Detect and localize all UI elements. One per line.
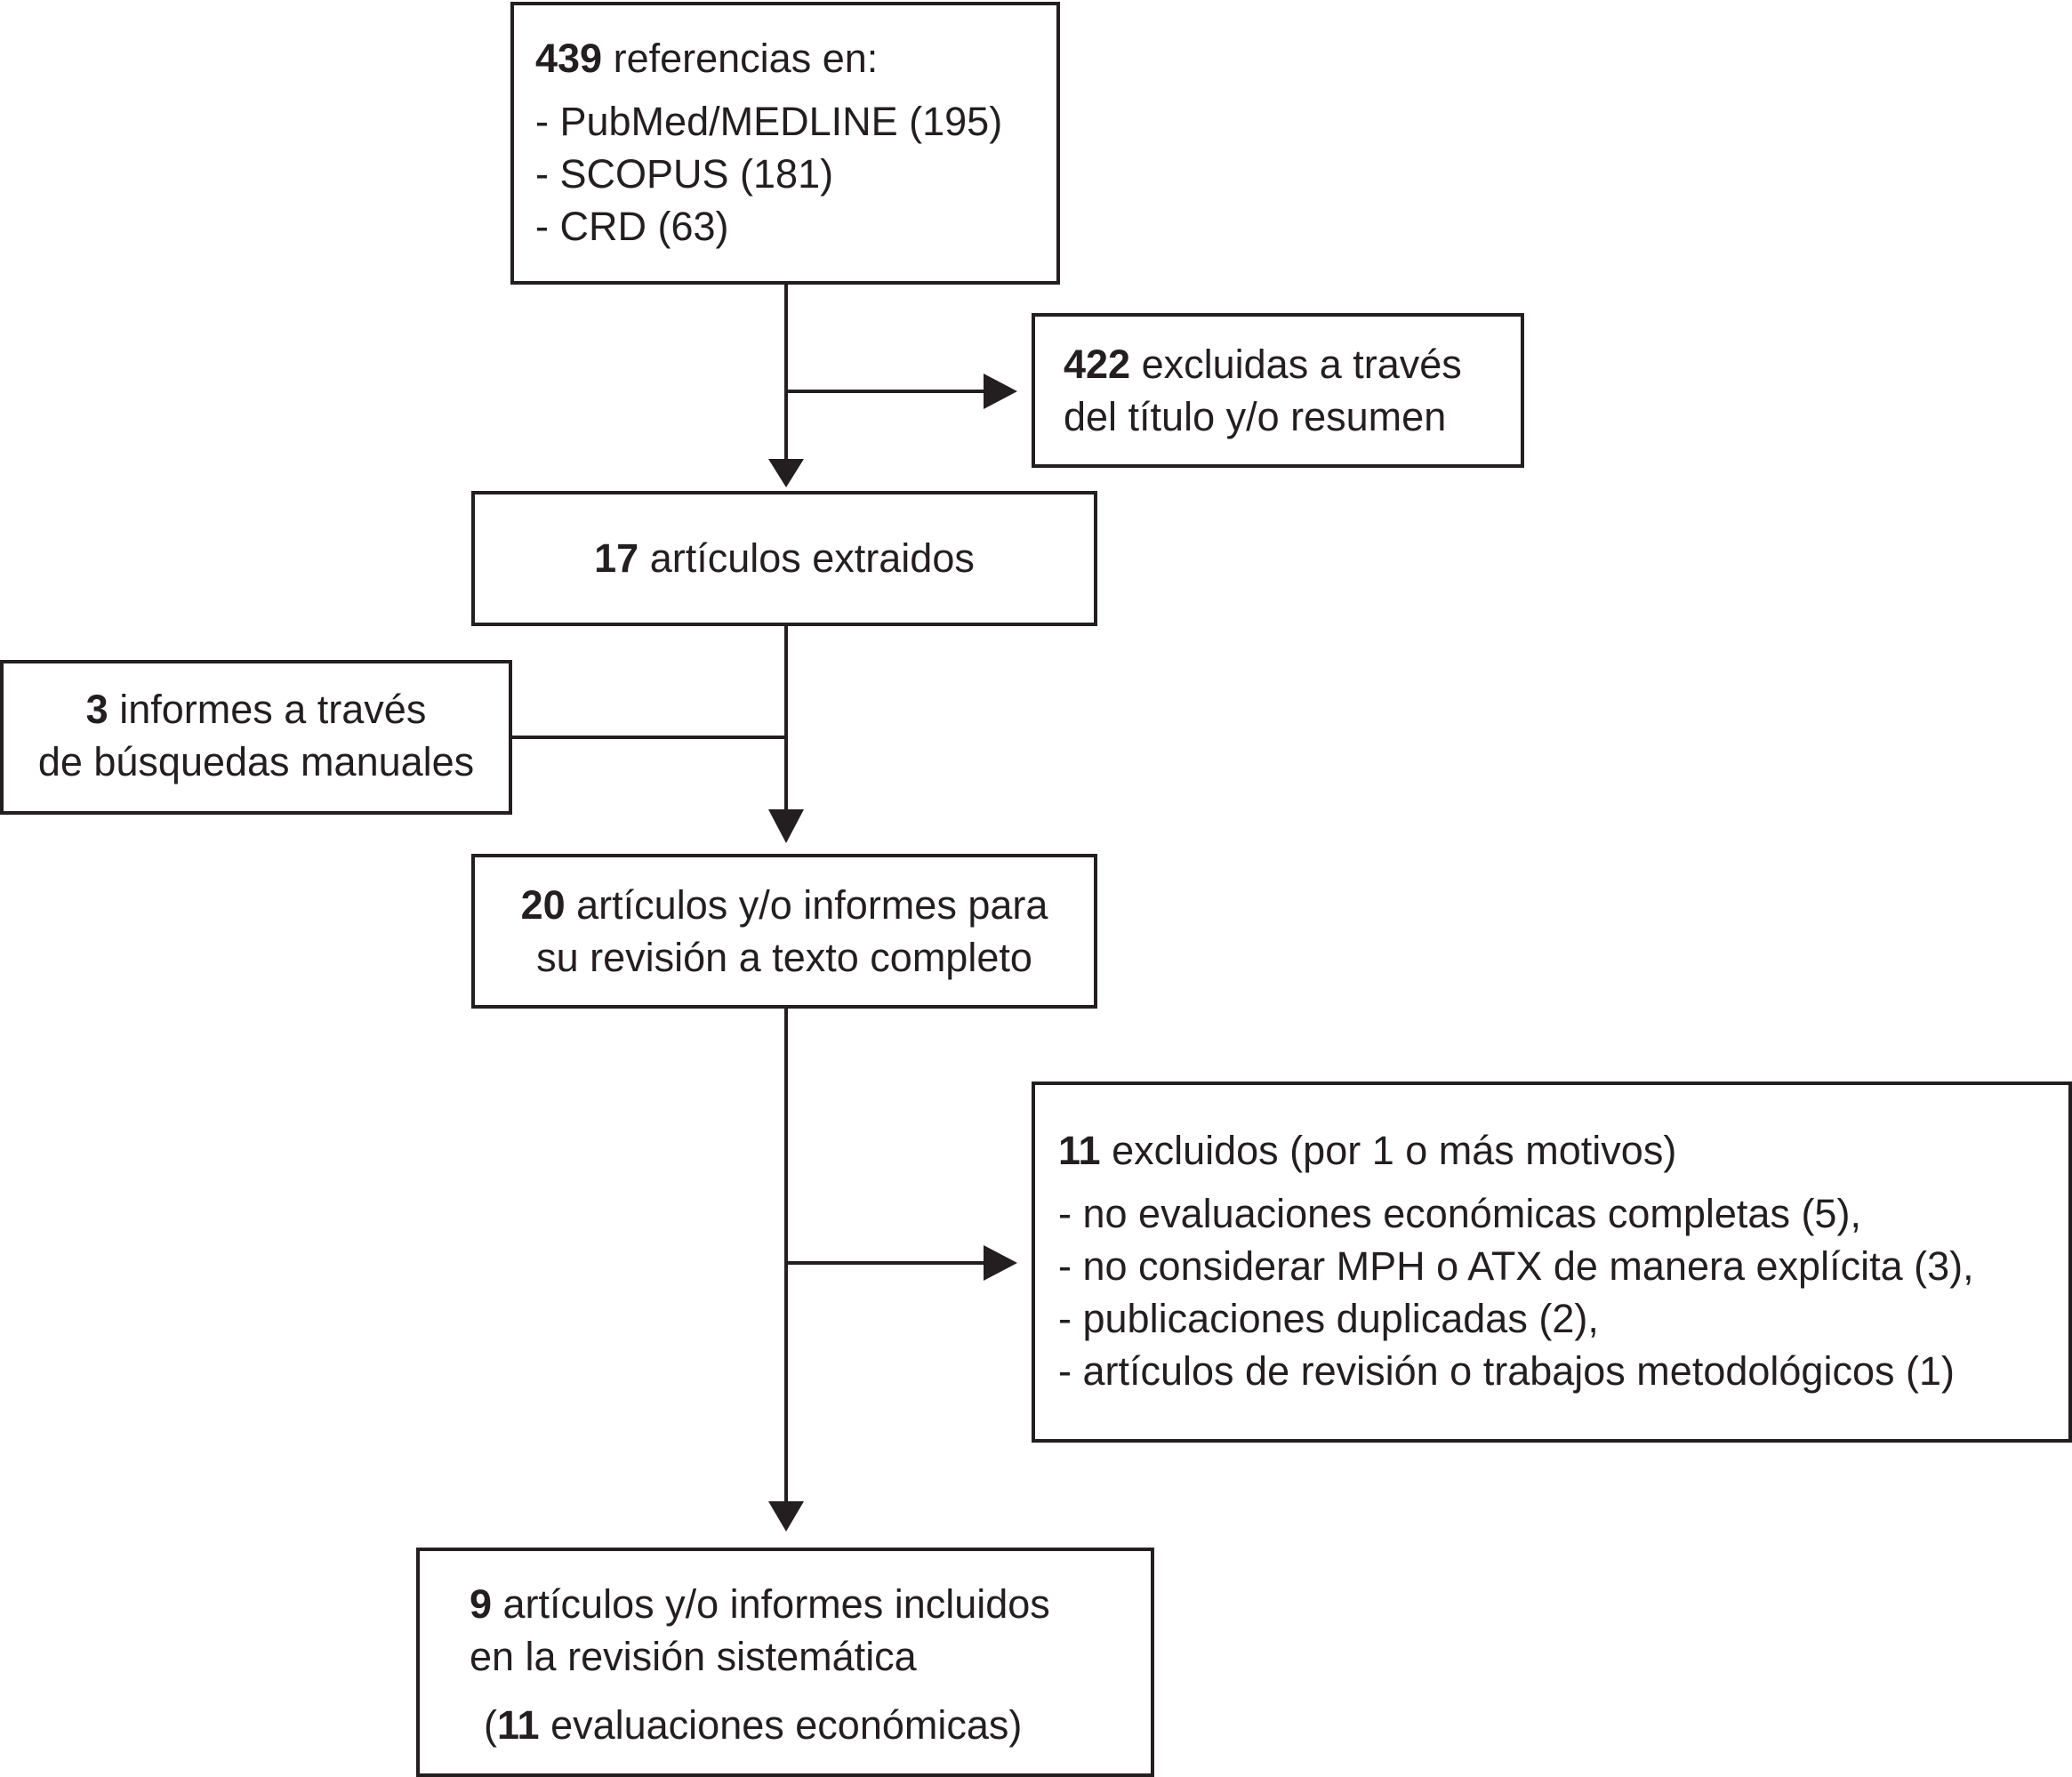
exclusion-reason-2: - no considerar MPH o ATX de manera expl… <box>1058 1243 1974 1289</box>
arrowhead-right-2 <box>984 1245 1017 1281</box>
included-box: 9 artículos y/o informes incluidos en la… <box>416 1548 1154 1777</box>
extracted-count: 17 <box>594 535 639 581</box>
references-heading: 439 referencias en: <box>535 32 1056 84</box>
source-item-pubmed: - PubMed/MEDLINE (195) <box>535 99 1003 144</box>
paren-open: ( <box>484 1702 497 1748</box>
extracted-articles-text: 17 artículos extraidos <box>475 532 1094 584</box>
included-evaluations-line: (11 evaluaciones económicas) <box>470 1699 1151 1751</box>
excluded-title-box: 422 excluidas a través del título y/o re… <box>1032 313 1524 468</box>
evaluations-count: 11 <box>497 1702 540 1748</box>
manual-search-line2: de búsquedas manuales <box>37 739 475 784</box>
evaluations-text: evaluaciones económicas) <box>539 1702 1023 1748</box>
manual-search-line1: 3 informes a través <box>4 683 509 736</box>
fulltext-line1: 20 artículos y/o informes para <box>475 879 1094 931</box>
manual-text1: informes a través <box>108 687 427 732</box>
extracted-articles-box: 17 artículos extraidos <box>471 491 1097 626</box>
exclusion-reason-4: - artículos de revisión o trabajos metod… <box>1058 1348 1955 1394</box>
exclusion-reason-1: - no evaluaciones económicas completas (… <box>1058 1191 1861 1236</box>
references-count: 439 <box>535 36 603 81</box>
excluded-fulltext-heading: 11 excluidos (por 1 o más motivos) <box>1058 1124 2068 1177</box>
source-item-crd: - CRD (63) <box>535 204 729 249</box>
excluded-fulltext-box: 11 excluidos (por 1 o más motivos) - no … <box>1032 1081 2072 1443</box>
exclusion-reason-3: - publicaciones duplicadas (2), <box>1058 1296 1599 1341</box>
included-line1: 9 artículos y/o informes incluidos <box>470 1578 1151 1630</box>
fulltext-line2: su revisión a texto completo <box>536 935 1032 980</box>
included-count: 9 <box>470 1581 493 1627</box>
arrowhead-down-1 <box>768 459 804 487</box>
excluded-fulltext-text: excluidos (por 1 o más motivos) <box>1100 1128 1677 1173</box>
manual-search-box: 3 informes a través de búsquedas manuale… <box>0 660 512 815</box>
source-item-scopus: - SCOPUS (181) <box>535 151 834 197</box>
excluded-fulltext-count: 11 <box>1058 1128 1101 1173</box>
references-heading-text: referencias en: <box>602 36 879 81</box>
fulltext-count: 20 <box>520 882 566 928</box>
fulltext-review-box: 20 artículos y/o informes para su revisi… <box>471 854 1097 1009</box>
included-text1: artículos y/o informes incluidos <box>492 1581 1050 1627</box>
excluded-title-text1: excluidas a través <box>1130 342 1462 387</box>
extracted-text: artículos extraidos <box>638 535 975 581</box>
excluded-title-line1: 422 excluidas a través <box>1064 338 1521 390</box>
excluded-title-count: 422 <box>1064 342 1131 387</box>
included-line2: en la revisión sistemática <box>470 1634 917 1679</box>
fulltext-text1: artículos y/o informes para <box>565 882 1048 928</box>
arrowhead-right-1 <box>984 374 1017 409</box>
manual-count: 3 <box>85 687 108 732</box>
arrowhead-down-3 <box>768 1501 804 1532</box>
excluded-title-line2: del título y/o resumen <box>1064 394 1447 439</box>
arrowhead-down-2 <box>768 809 804 843</box>
references-sources-box: 439 referencias en: - PubMed/MEDLINE (19… <box>510 2 1060 285</box>
